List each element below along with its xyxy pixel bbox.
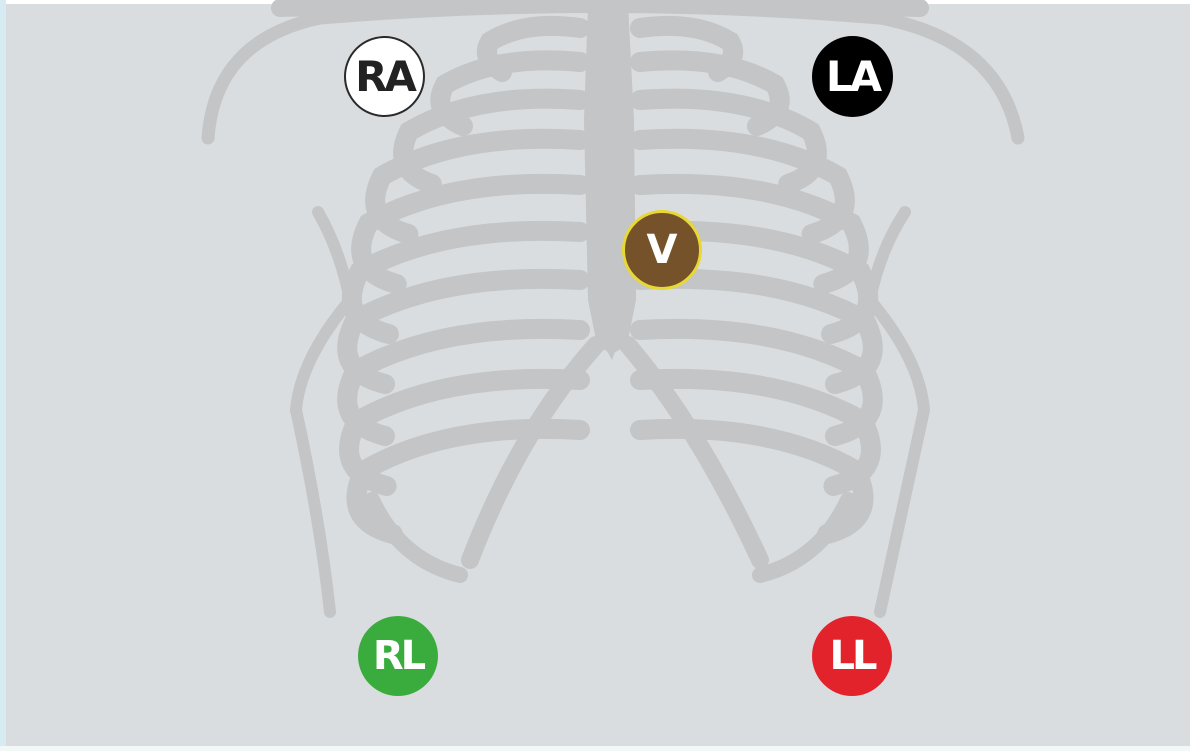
- electrode-ll-label: LL: [830, 636, 875, 676]
- electrode-rl: RL: [358, 616, 438, 696]
- electrode-ra: RA: [344, 36, 425, 117]
- sternum: [584, 4, 636, 353]
- electrode-ll: LL: [812, 616, 892, 696]
- electrode-la: LA: [812, 36, 893, 117]
- electrode-la-label: LA: [826, 56, 879, 98]
- electrode-v-label: V: [647, 230, 678, 270]
- electrode-rl-label: RL: [373, 636, 423, 676]
- electrode-v: V: [622, 210, 702, 290]
- electrode-ra-label: RA: [355, 56, 414, 98]
